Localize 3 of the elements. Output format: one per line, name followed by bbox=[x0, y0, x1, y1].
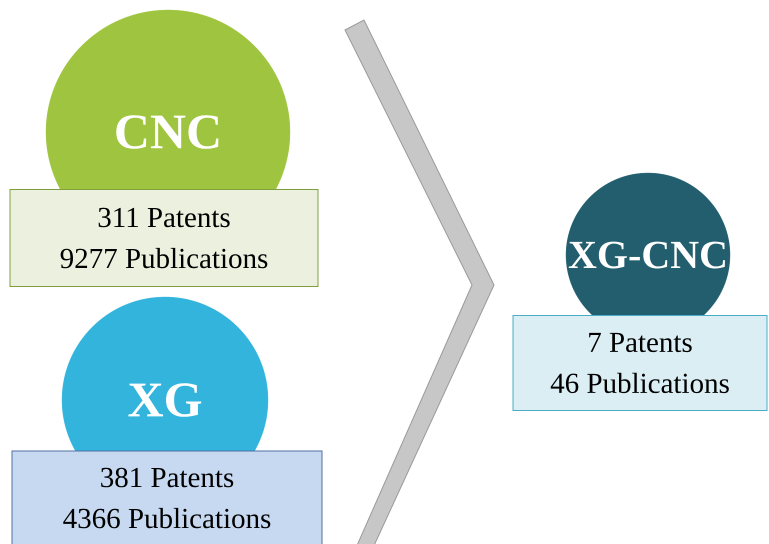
stats-box: 311 Patents 9277 Publications bbox=[10, 189, 318, 287]
stats-box: 381 Patents 4366 Publications bbox=[12, 450, 322, 544]
stats-box: 7 Patents 46 Publications bbox=[512, 315, 768, 411]
